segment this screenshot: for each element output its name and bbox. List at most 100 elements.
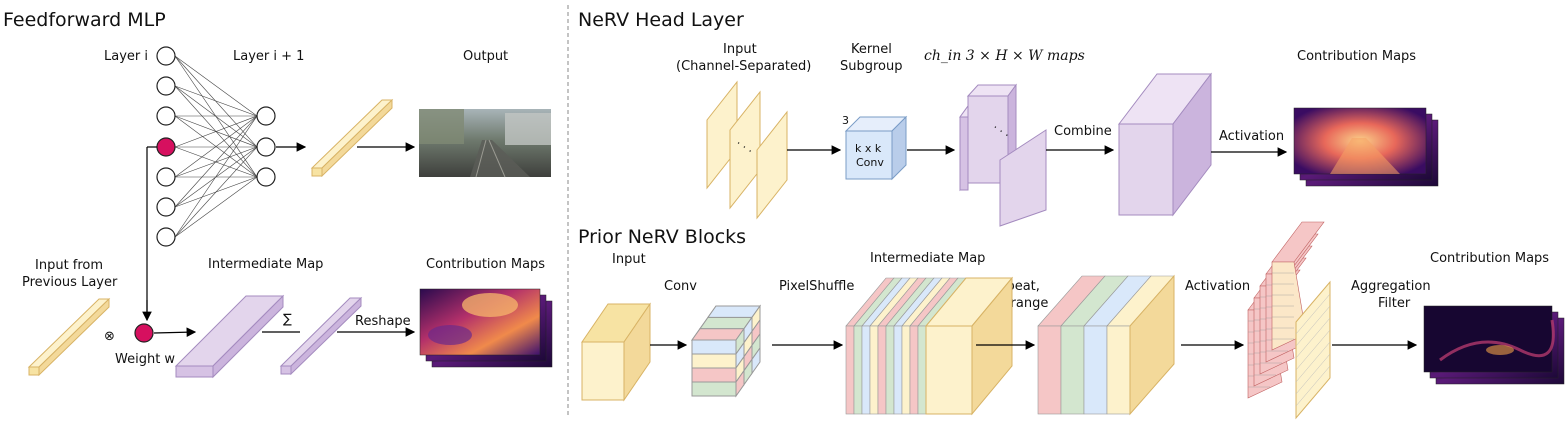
inter-stripe-front xyxy=(917,325,927,415)
mlp-edge-6-2 xyxy=(174,176,258,238)
mlp-edge-6-0 xyxy=(174,115,258,238)
prior-intermediate-label: Intermediate Map xyxy=(870,251,985,266)
mlp-edge-1-0 xyxy=(174,85,258,117)
conv-grid-front-cell xyxy=(691,381,737,397)
act-front-grid xyxy=(1295,305,1331,347)
mlp-edge-5-0 xyxy=(174,115,258,208)
layer-i-nodes xyxy=(156,46,176,247)
conv-label-1: k x k xyxy=(855,142,882,155)
mlp-title: Feedforward MLP xyxy=(3,9,166,31)
prior-conv-label: Conv xyxy=(664,279,697,294)
mlp-edge-4-0 xyxy=(174,115,258,178)
prior-intermediate-map xyxy=(845,276,1014,416)
act-front-grid xyxy=(1295,317,1331,359)
mlp-connections xyxy=(174,55,258,238)
prior-input-cube xyxy=(581,302,651,402)
mlp-edge-3-0 xyxy=(174,115,258,148)
repeated-block xyxy=(1037,274,1175,416)
mlp-edge-1-1 xyxy=(174,85,258,148)
maps-formula: ch_in 3 × H × W maps xyxy=(924,48,1085,64)
aggregation-label-2: Filter xyxy=(1378,296,1411,311)
prior-contribution-stack xyxy=(1423,305,1565,385)
otimes-symbol: ⊗ xyxy=(104,329,115,344)
inter-stripe-front xyxy=(861,325,871,415)
node-i-6 xyxy=(156,197,176,217)
head-title: NeRV Head Layer xyxy=(578,9,744,31)
conv-grid-top-cell xyxy=(699,316,753,330)
rep-band-front xyxy=(1060,325,1085,415)
head-input-label-2: (Channel-Separated) xyxy=(676,59,811,74)
node-o-2 xyxy=(256,137,276,157)
output-label: Output xyxy=(463,49,508,64)
node-o-1 xyxy=(256,106,276,126)
layer-i-label: Layer i xyxy=(104,49,148,64)
prior-title: Prior NeRV Blocks xyxy=(578,226,746,248)
conv-label-2: Conv xyxy=(856,156,884,169)
conv-grid-front-cell xyxy=(691,353,737,369)
kernel-label-1: Kernel xyxy=(851,42,892,57)
sum-symbol: ∑ xyxy=(283,312,292,327)
node-i-5 xyxy=(156,167,176,187)
conv-grid-cube xyxy=(691,304,761,398)
head-contribution-label: Contribution Maps xyxy=(1297,49,1416,64)
output-street-image xyxy=(419,109,551,178)
left-contribution-label: Contribution Maps xyxy=(426,257,545,272)
reshape-label: Reshape xyxy=(355,314,411,329)
arrow-to-intermediate xyxy=(153,327,197,338)
inter-stripe-front xyxy=(877,325,887,415)
mlp-edge-4-1 xyxy=(174,146,258,178)
act-front-grid xyxy=(1295,365,1331,407)
head-activation-label: Activation xyxy=(1219,129,1284,144)
head-maps-stack: · · · xyxy=(959,83,1047,227)
act-front-grid xyxy=(1295,353,1331,395)
inter-stripe-front xyxy=(893,325,903,415)
inter-stripe-front xyxy=(853,325,863,415)
mlp-edge-0-1 xyxy=(174,55,258,148)
intermediate-map-label: Intermediate Map xyxy=(208,257,323,272)
inter-end-front xyxy=(925,325,973,415)
node-o-3 xyxy=(256,167,276,187)
summed-bar xyxy=(279,296,363,376)
node-i-1 xyxy=(156,46,176,66)
head-input-sheets: · · · xyxy=(706,80,788,220)
output-vector-bar xyxy=(310,98,394,178)
mlp-edge-0-0 xyxy=(174,55,258,117)
intermediate-map-bar xyxy=(174,294,285,379)
inter-stripe-front xyxy=(901,325,911,415)
conv-grid-front-cell xyxy=(691,367,737,383)
layer-i1-label: Layer i + 1 xyxy=(233,49,304,64)
left-contribution-stack xyxy=(419,288,553,368)
conv-grid-top-cell xyxy=(691,328,745,341)
head-contribution-stack xyxy=(1293,107,1439,187)
inter-stripe-front xyxy=(845,325,855,415)
rep-band-front xyxy=(1083,325,1108,415)
weight-node xyxy=(134,323,154,343)
act-front-grid xyxy=(1295,329,1331,371)
act-front-grid xyxy=(1295,293,1331,335)
input-prev-label-2: Previous Layer xyxy=(22,275,118,290)
head-input-label-1: Input xyxy=(723,42,757,57)
conv-grid-top-cell xyxy=(707,305,761,318)
activation-sheets xyxy=(1247,221,1331,420)
node-i-4-highlight xyxy=(156,137,176,157)
conv-cube xyxy=(844,115,908,181)
conv-grid-front-cell xyxy=(691,339,737,355)
rep-band-front xyxy=(1037,325,1062,415)
mlp-edge-6-1 xyxy=(174,146,258,238)
input-prev-label-1: Input from xyxy=(35,258,103,273)
aggregation-label-1: Aggregation xyxy=(1351,279,1431,294)
inter-stripe-front xyxy=(885,325,895,415)
kernel-label-2: Subgroup xyxy=(840,59,903,74)
rep-band-front xyxy=(1106,325,1131,415)
pixelshuffle-label: PixelShuffle xyxy=(779,279,854,294)
kernel-count: 3 xyxy=(842,114,849,127)
conv-grid-side-cell xyxy=(751,346,761,375)
combined-map xyxy=(1117,72,1213,217)
node-i-7 xyxy=(156,227,176,247)
inter-stripe-front xyxy=(869,325,879,415)
node-i-3 xyxy=(156,106,176,126)
inter-stripe-front xyxy=(909,325,919,415)
combine-label: Combine xyxy=(1054,124,1112,139)
prior-activation-label: Activation xyxy=(1185,279,1250,294)
